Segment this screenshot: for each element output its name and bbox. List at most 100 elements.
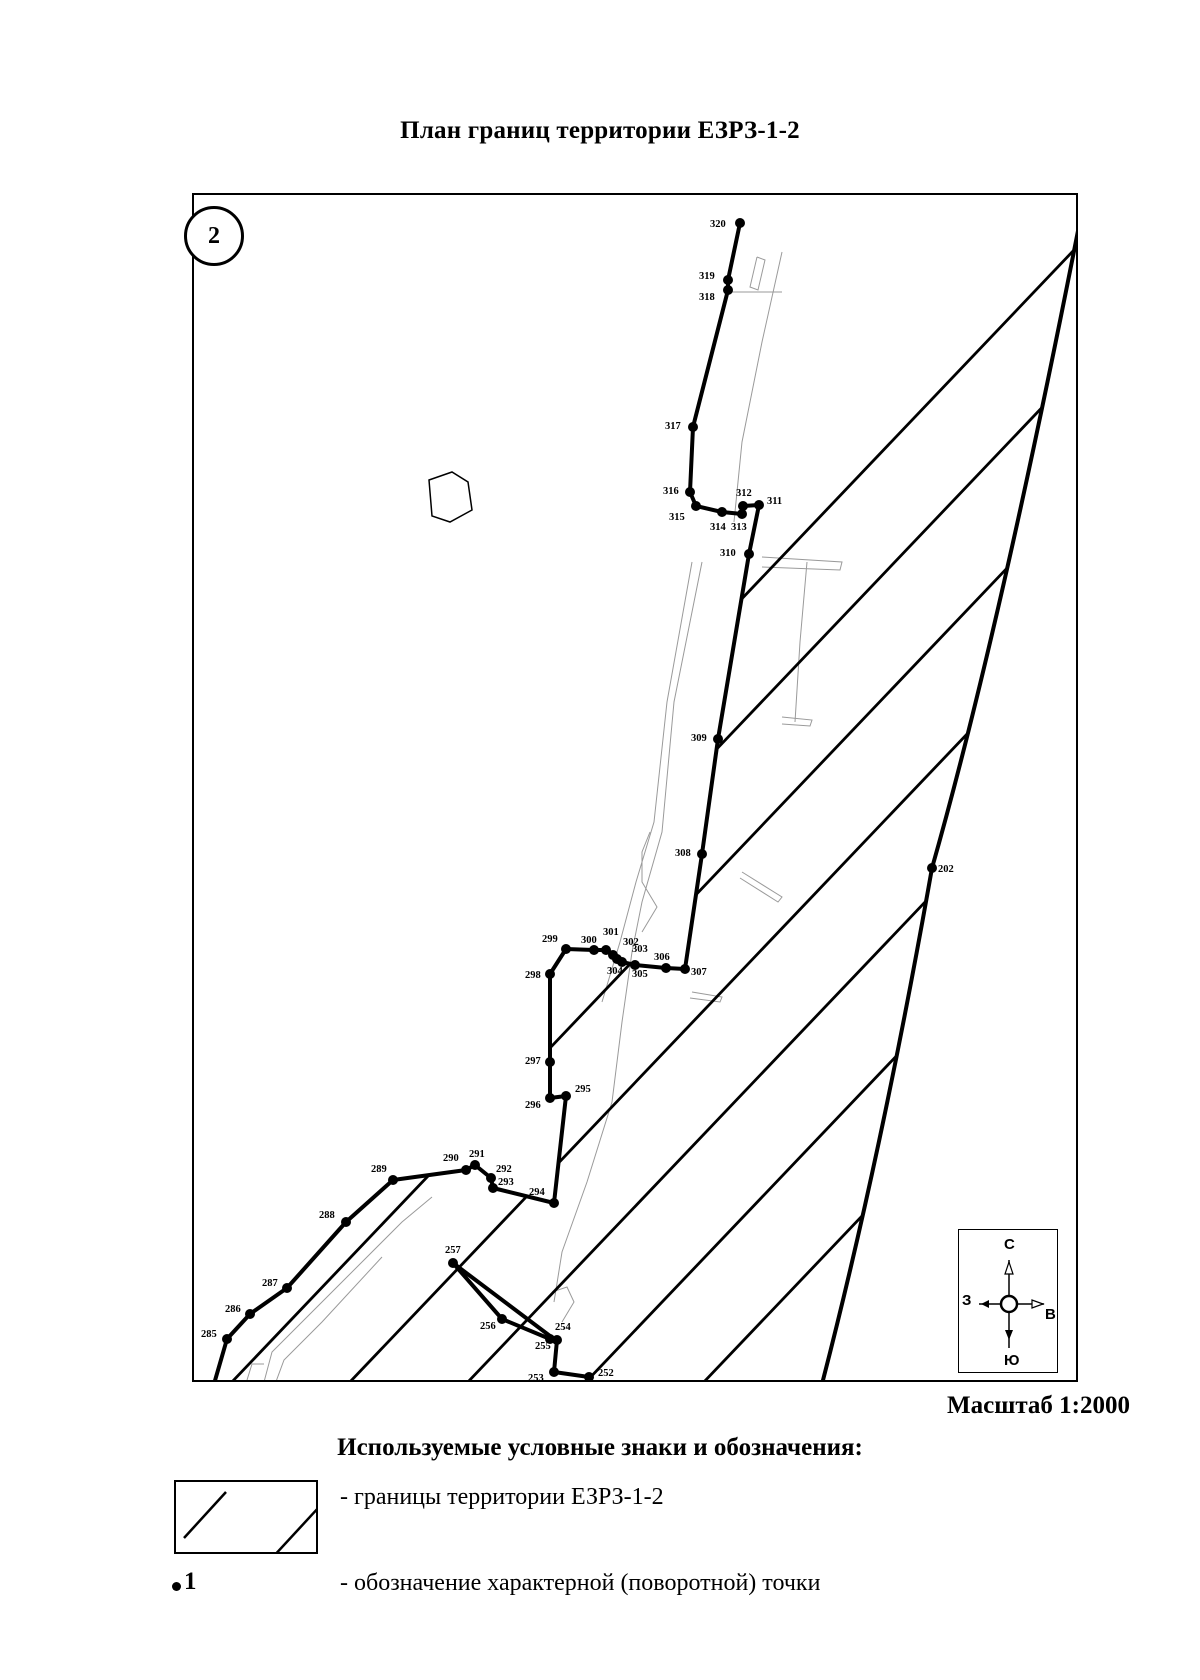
legend-point-number: 1 [184, 1568, 197, 1595]
boundary-point-label: 255 [535, 1341, 551, 1352]
compass-rose: С Ю З В [958, 1229, 1058, 1373]
boundary-point-label: 295 [575, 1084, 591, 1095]
boundary-point-marker [282, 1283, 292, 1293]
boundary-point-marker [488, 1183, 498, 1193]
legend-boundary-text: - границы территории ЕЗРЗ-1-2 [340, 1484, 664, 1510]
boundary-point-label: 317 [665, 421, 681, 432]
boundary-point-label: 293 [498, 1177, 514, 1188]
boundary-point-label: 307 [691, 967, 707, 978]
hatch-line [464, 228, 1076, 1380]
boundary-point-marker [754, 500, 764, 510]
boundary-point-label: 318 [699, 292, 715, 303]
plan-line [689, 991, 723, 1003]
plan-line [781, 716, 813, 727]
background-plan-lines [246, 251, 843, 1380]
boundary-point-marker [601, 945, 611, 955]
boundary-point-label: 301 [603, 927, 619, 938]
boundary-point-label: 298 [525, 970, 541, 981]
boundary-point-marker [486, 1173, 496, 1183]
hatch-line [346, 228, 1076, 1380]
boundary-point-label: 316 [663, 486, 679, 497]
boundary-point-label: 294 [529, 1187, 546, 1198]
boundary-point-label: 290 [443, 1153, 459, 1164]
boundary-point-marker [222, 1334, 232, 1344]
boundary-point-marker [713, 734, 723, 744]
boundary-point-marker [723, 275, 733, 285]
boundary-point-label: 256 [480, 1321, 496, 1332]
plan-line [733, 251, 783, 523]
hatch-line [700, 228, 1076, 1380]
territory-east-boundary [820, 230, 1076, 1380]
boundary-point-label: 310 [720, 548, 736, 559]
hatch-line [582, 228, 1076, 1380]
boundary-point-marker [680, 964, 690, 974]
plan-line [276, 1256, 383, 1380]
plan-line [551, 1286, 575, 1323]
boundary-point-marker [561, 1091, 571, 1101]
boundary-point-marker [549, 1367, 559, 1377]
compass-west-label: З [962, 1292, 972, 1309]
boundary-point-marker [470, 1160, 480, 1170]
boundary-point-marker [723, 285, 733, 295]
boundary-point-marker [737, 509, 747, 519]
boundary-point-label: 297 [525, 1056, 541, 1067]
boundary-point-label: 305 [632, 969, 648, 980]
compass-north-label: С [1004, 1236, 1015, 1253]
boundary-point-label: 311 [767, 496, 782, 507]
boundary-point-label: 257 [445, 1245, 461, 1256]
boundary-point-label: 315 [669, 512, 685, 523]
boundary-point-marker [617, 957, 627, 967]
boundary-point-label: 303 [632, 944, 648, 955]
boundary-point-marker [497, 1314, 507, 1324]
boundary-point-label: 288 [319, 1210, 335, 1221]
boundary-point-marker [461, 1165, 471, 1175]
boundary-point-label: 289 [371, 1164, 387, 1175]
building-outline [428, 471, 473, 523]
compass-south-label: Ю [1004, 1352, 1020, 1369]
boundary-point-marker [688, 422, 698, 432]
sheet-number-badge: 2 [184, 206, 244, 266]
boundary-point-label: 253 [528, 1373, 544, 1382]
hatch-line [228, 228, 1076, 1380]
boundary-point-label: 302 [623, 937, 639, 948]
territory-boundary-line [213, 222, 761, 1380]
plan-line [553, 561, 703, 1303]
boundary-point-label: 299 [542, 934, 558, 945]
plan-line [761, 556, 843, 571]
boundary-point-label: 309 [691, 733, 707, 744]
boundary-point-marker [448, 1258, 458, 1268]
boundary-point-marker [589, 945, 599, 955]
boundary-point-marker [691, 501, 701, 511]
boundary-point-marker [552, 1335, 562, 1345]
plan-line [794, 561, 808, 723]
boundary-point-label: 285 [201, 1329, 217, 1340]
boundary-point-label: 304 [607, 966, 624, 977]
plan-line [264, 1196, 433, 1380]
boundary-point-marker [735, 218, 745, 228]
hatch-pattern-icon [183, 1491, 316, 1552]
boundary-point-marker [744, 549, 754, 559]
boundary-point-marker [697, 849, 707, 859]
boundary-point-label: 308 [675, 848, 691, 859]
boundary-point-label: 306 [654, 952, 670, 963]
legend-point-sample: 1 [172, 1568, 197, 1596]
legend-point-text: - обозначение характерной (поворотной) т… [340, 1570, 821, 1596]
boundary-point-marker [685, 487, 695, 497]
boundary-point-label: 320 [710, 219, 726, 230]
boundary-point-label: 252 [598, 1368, 614, 1379]
boundary-point-marker [717, 507, 727, 517]
compass-arrows-icon [979, 1260, 1045, 1348]
boundary-point-marker [388, 1175, 398, 1185]
boundary-point-marker [545, 1093, 555, 1103]
boundary-point-label: 254 [555, 1322, 572, 1333]
hatch-line [936, 228, 1076, 1380]
boundary-point-label: 313 [731, 522, 747, 533]
point-marker-icon [172, 1581, 181, 1591]
boundary-point-label: 292 [496, 1164, 512, 1175]
scale-label: Масштаб 1:2000 [947, 1392, 1130, 1419]
hatch-line [1054, 228, 1076, 1380]
boundary-point-label: 314 [710, 522, 727, 533]
boundary-point-marker [584, 1372, 594, 1380]
